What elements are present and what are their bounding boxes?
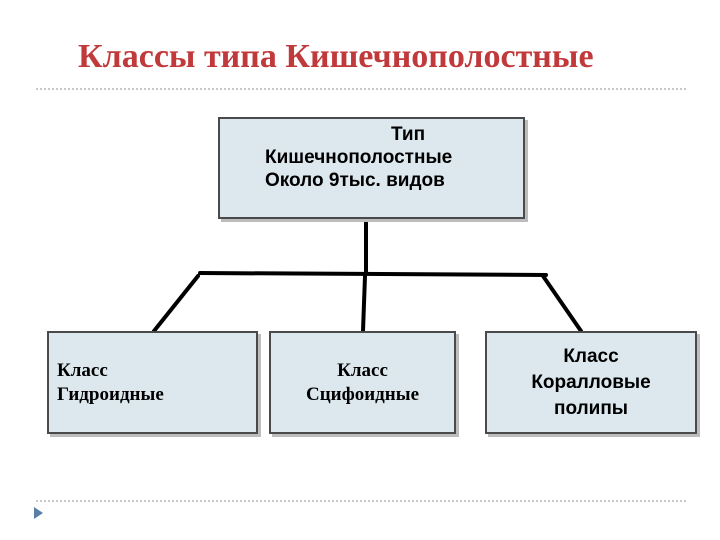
child-node-line: Класс [57, 359, 108, 381]
child-node-line: Сцифоидные [305, 383, 420, 405]
right-branch-line [541, 274, 583, 333]
child-node-anthozoa: Класс Коралловые полипы [485, 331, 697, 434]
root-node-line: Около 9тыс. видов [265, 170, 445, 191]
child-node-line: Коралловые [531, 371, 651, 393]
child-node-line: Класс [563, 345, 619, 367]
bottom-divider [36, 500, 686, 502]
top-divider [36, 88, 686, 90]
child-node-line: Класс [337, 359, 388, 381]
root-node-phylum: Тип Кишечнополостные Около 9тыс. видов [218, 117, 525, 219]
root-node-line: Кишечнополостные [265, 147, 453, 168]
child-node-scyphozoa: Класс Сцифоидные [269, 331, 456, 434]
slide-bullet-icon [34, 507, 43, 519]
horizontal-bar-line [198, 271, 548, 277]
root-node-line: Тип [391, 124, 426, 145]
child-node-line: полипы [553, 397, 629, 419]
child-node-line: Гидроидные [57, 383, 164, 405]
child-node-hydrozoa: Класс Гидроидные [47, 331, 258, 434]
middle-branch-line [361, 274, 367, 333]
slide-title: Классы типа Кишечнополостные [78, 38, 594, 75]
left-branch-line [152, 274, 200, 333]
